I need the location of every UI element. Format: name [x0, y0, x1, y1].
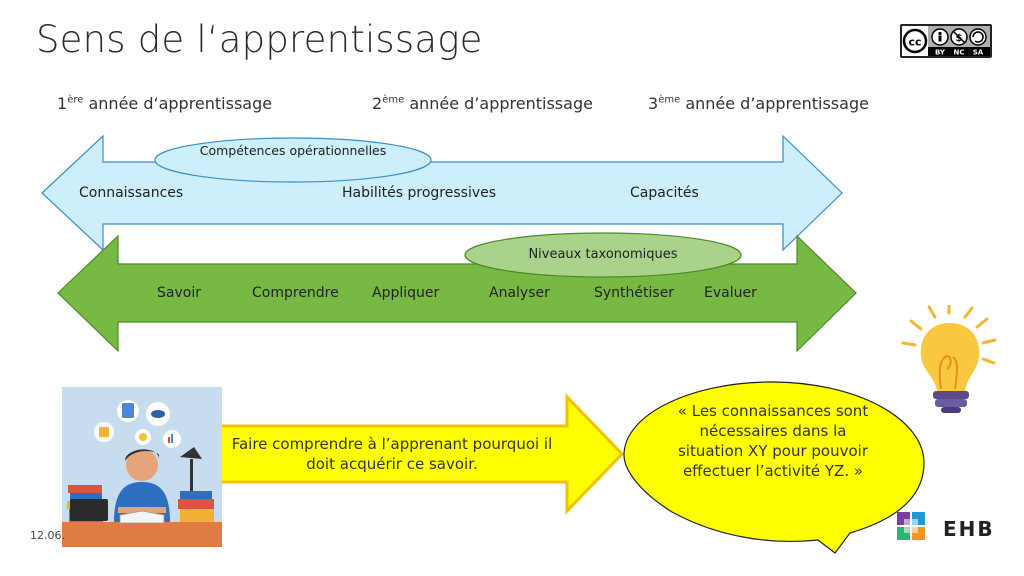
cc-license-badge: cc $ BY NC SA	[900, 24, 992, 58]
blue-label-capacites: Capacités	[630, 185, 699, 201]
lightbulb-illustration	[895, 301, 1007, 425]
cc-sa-text: SA	[973, 49, 984, 57]
speech-bubble-text: « Les connaissances sont nécessaires dan…	[677, 402, 869, 480]
competences-label: Compétences opérationnelles	[199, 143, 387, 158]
competences-ellipse	[154, 137, 432, 183]
ehb-logo-text: EHB	[943, 517, 995, 541]
green-label-synthetiser: Synthétiser	[594, 285, 675, 301]
blue-label-habilites: Habilités progressives	[342, 185, 497, 201]
cc-license-icon: cc $ BY NC SA	[902, 26, 990, 57]
ehb-logo-icon	[897, 512, 925, 540]
year-3-label: 3ème année d’apprentissage	[648, 94, 869, 113]
taxonomic-label: Niveaux taxonomiques	[528, 247, 678, 262]
ehb-logo-mark	[895, 510, 935, 544]
callout-arrow-shape	[207, 393, 625, 515]
speech-bubble-shape	[623, 381, 925, 554]
slide-title: Sens de l‘apprentissage	[36, 18, 483, 61]
svg-text:$: $	[956, 33, 963, 44]
callout-text: Faire comprendre à l’apprenant pourquoi …	[231, 435, 553, 473]
year-2-label: 2ème année d’apprentissage	[372, 94, 593, 113]
lightbulb-icon	[901, 301, 997, 413]
student-illustration	[62, 387, 222, 547]
slide-date: 12.06.	[30, 529, 65, 542]
green-label-comprendre: Comprendre	[252, 285, 339, 301]
cc-nc-text: NC	[954, 49, 965, 57]
green-label-analyser: Analyser	[489, 285, 550, 301]
green-label-savoir: Savoir	[157, 285, 201, 301]
cc-mark-text: cc	[908, 36, 921, 49]
green-label-evaluer: Evaluer	[704, 285, 757, 301]
green-label-appliquer: Appliquer	[372, 285, 440, 301]
taxonomic-ellipse	[464, 232, 742, 278]
year-1-label: 1ère année d‘apprentissage	[57, 94, 273, 113]
student-studying-icon	[62, 387, 222, 547]
blue-label-connaissances: Connaissances	[79, 185, 184, 201]
cc-by-text: BY	[935, 49, 946, 57]
